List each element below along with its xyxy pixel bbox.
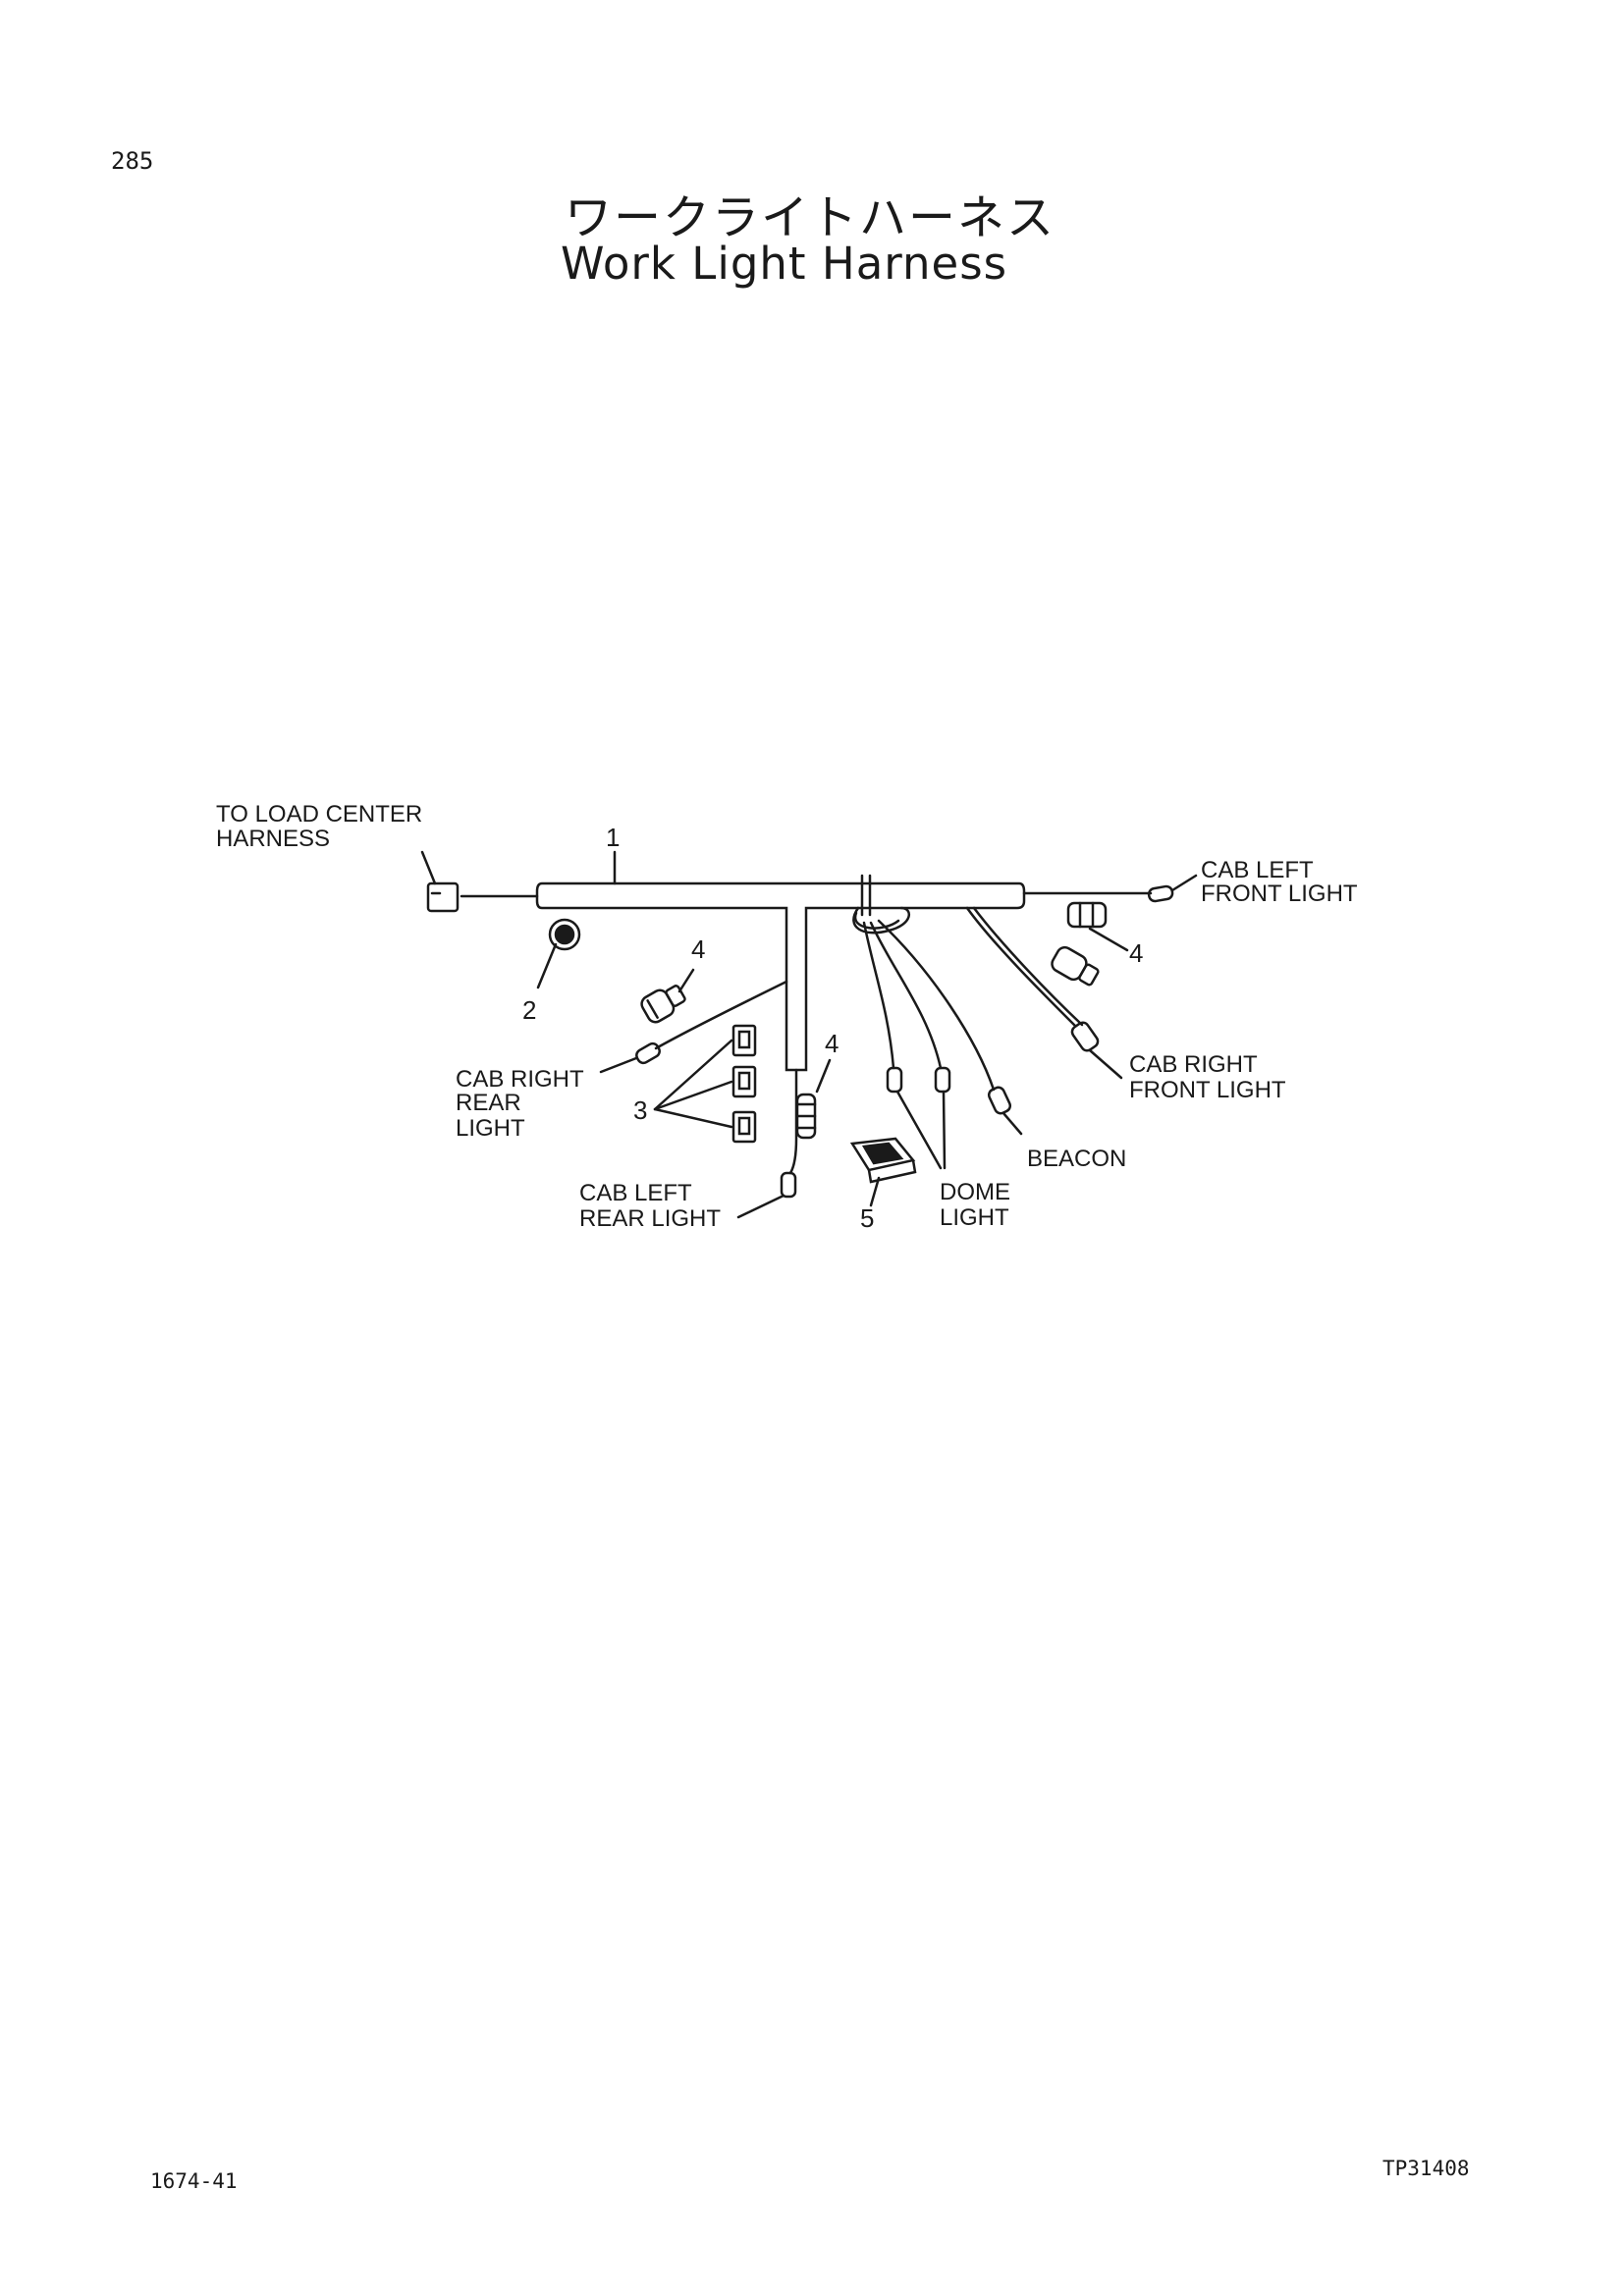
title-english: Work Light Harness [561,238,1008,290]
label-beacon: BEACON [1027,1146,1126,1172]
page-number: 285 [111,147,154,175]
cab-right-rear-connector [635,1041,661,1065]
bulb-part-4-left [640,985,686,1024]
cab-left-rear-connector [780,1171,797,1199]
bulb-part-4-right [1051,901,1108,987]
load-center-connector [426,881,460,913]
dome-connector-2 [934,1066,951,1094]
leader-cab-left-front [1170,874,1198,892]
label-cab-right-rear-1: CAB RIGHT [456,1066,584,1093]
grommet-part-2 [548,918,581,951]
callout-1: 1 [606,823,620,852]
leader-cab-right-rear [599,1056,638,1074]
callout-4-right: 4 [1129,938,1143,968]
label-cab-right-front-2: FRONT LIGHT [1129,1077,1286,1103]
bulb-part-4-middle [795,1093,817,1140]
label-dome-1: DOME [940,1179,1010,1205]
beacon-connector [987,1086,1012,1115]
cab-right-rear-wire [654,980,788,1050]
label-to-load-center: TO LOAD CENTER [216,801,422,828]
leader-dome-1 [895,1090,943,1170]
cab-left-front-connector [1147,884,1174,903]
label-cab-left-front-2: FRONT LIGHT [1201,881,1358,907]
clip-part-3 [731,1024,757,1144]
label-cab-left-front-1: CAB LEFT [1201,857,1314,883]
title-japanese: ワークライトハーネス [565,190,1056,245]
leader-2 [536,942,558,989]
label-harness: HARNESS [216,826,330,852]
leader-4a [677,968,695,993]
label-cab-right-front-1: CAB RIGHT [1129,1051,1258,1078]
label-cab-right-rear-2: REAR [456,1090,521,1116]
dome-connector-1 [886,1066,903,1094]
leader-load-center [420,850,437,885]
callout-3: 3 [633,1095,647,1125]
label-cab-right-rear-3: LIGHT [456,1115,525,1142]
main-harness-trunk [535,881,1026,1072]
leader-4b [1088,927,1129,952]
footer-left-code: 1674-41 [150,2169,238,2193]
leader-cab-left-rear [736,1194,785,1219]
dome-wire-1 [862,921,895,1070]
cab-left-rear-wire [788,1068,798,1175]
footer-right-code: TP31408 [1382,2157,1470,2180]
leader-5 [869,1176,881,1207]
beacon-wire [877,919,996,1092]
dome-light-part-5 [849,1137,917,1184]
leader-4c [815,1058,832,1094]
dome-wire-2 [869,921,943,1070]
label-dome-2: LIGHT [940,1204,1009,1231]
label-cab-left-rear-1: CAB LEFT [579,1180,692,1206]
leader-beacon [1001,1111,1023,1136]
cab-right-front-connector [1070,1021,1100,1052]
leader-cab-right-front [1088,1048,1123,1080]
callout-4-middle: 4 [825,1029,839,1058]
callout-5: 5 [860,1203,874,1233]
label-cab-left-rear-2: REAR LIGHT [579,1205,721,1232]
leader-dome-2 [942,1090,947,1170]
callout-4-left: 4 [691,934,705,964]
callout-2: 2 [522,995,536,1025]
cab-right-front-wire [965,906,1077,1028]
